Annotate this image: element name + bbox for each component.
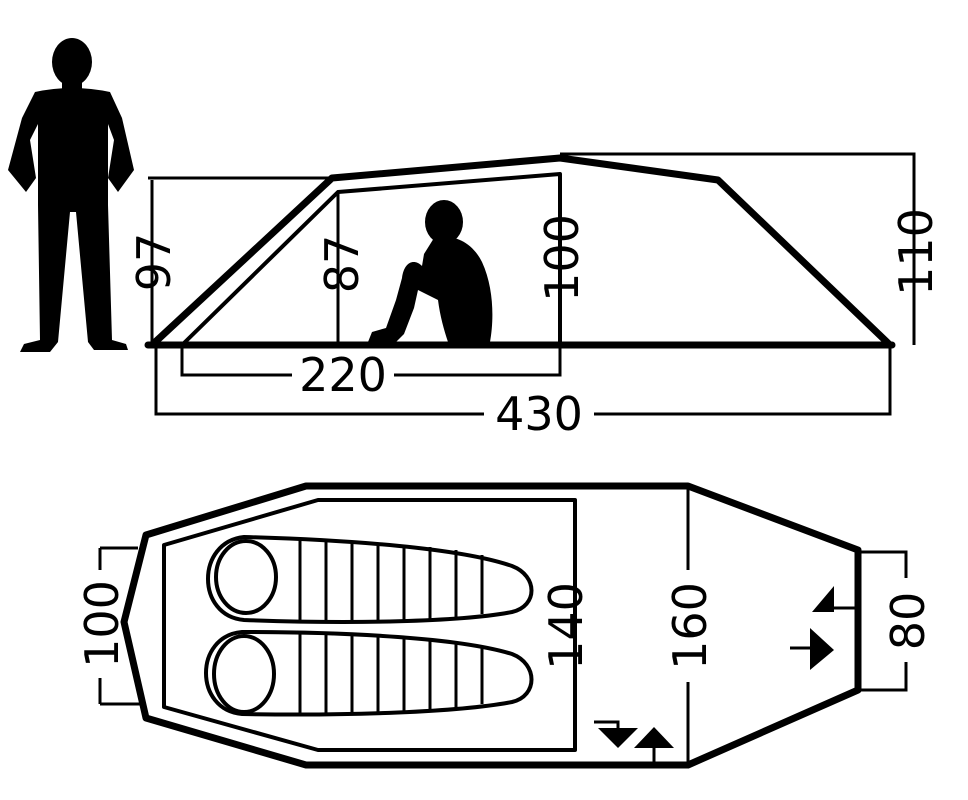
width-max-label: 160 xyxy=(663,582,717,670)
entrance-arrow-icon xyxy=(634,727,674,765)
tent-outer-profile xyxy=(148,154,894,349)
entrance-arrow-icon xyxy=(790,628,834,670)
top-view: 100 140 160 80 xyxy=(75,482,935,769)
inner-length-label: 220 xyxy=(299,348,387,402)
width-front-label: 100 xyxy=(75,580,129,668)
tent-outer-footprint xyxy=(120,482,862,769)
total-length-label: 430 xyxy=(495,387,583,441)
height-inner-peak-label: 100 xyxy=(535,214,589,302)
side-view: 97 87 100 110 220 430 xyxy=(127,152,943,441)
height-inner-left-label: 87 xyxy=(315,235,369,294)
entrance-arrow-icon xyxy=(812,586,858,612)
entrance-arrow-icon xyxy=(594,720,638,748)
person-silhouette-icon xyxy=(8,38,134,352)
height-outer-left-label: 97 xyxy=(127,233,181,292)
width-rear-label: 80 xyxy=(881,592,935,651)
sleeping-bag-icon xyxy=(206,535,534,624)
tent-inner-profile xyxy=(180,172,562,347)
seated-person-icon xyxy=(368,200,493,342)
sleeping-bag-icon xyxy=(204,630,534,717)
width-inner-label: 140 xyxy=(539,582,593,670)
height-peak-label: 110 xyxy=(889,208,943,296)
